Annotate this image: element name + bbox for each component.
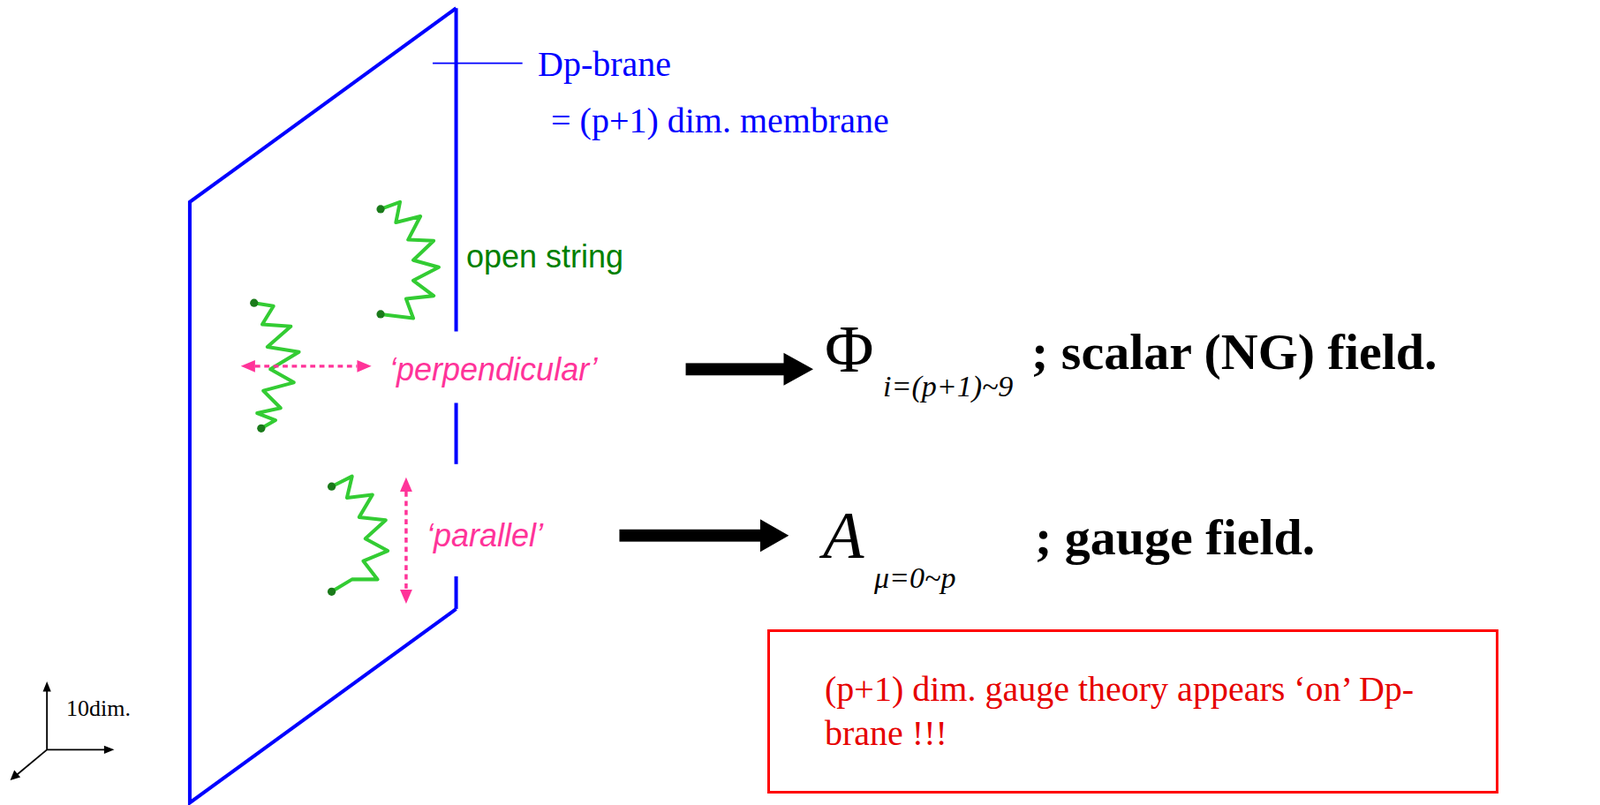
- field-index: μ=0~p: [874, 561, 956, 595]
- axis-head: [43, 681, 52, 693]
- arrow-head: [241, 360, 256, 373]
- mapping-arrow: [686, 362, 785, 376]
- direction-label: ‘parallel’: [426, 518, 544, 554]
- field-description: ; gauge field.: [1034, 509, 1315, 567]
- axis-label: 10dim.: [66, 696, 131, 723]
- arrow-head: [356, 360, 371, 373]
- string-endpoint: [327, 483, 336, 491]
- field-symbol: A: [822, 498, 864, 574]
- brane-description: = (p+1) dim. membrane: [550, 101, 890, 141]
- open-string: [380, 202, 439, 319]
- axis-line: [45, 689, 48, 750]
- open-string: [332, 476, 389, 593]
- field-index: i=(p+1)~9: [883, 369, 1013, 403]
- direction-label: ‘perpendicular’: [389, 352, 597, 388]
- brane-edge: [454, 7, 459, 332]
- string-endpoint: [376, 204, 385, 213]
- brane-outline: [189, 7, 457, 803]
- parallel-arrow: [404, 491, 408, 590]
- axis-line: [46, 748, 106, 751]
- string-endpoint: [256, 424, 265, 433]
- arrow-head: [760, 519, 789, 552]
- arrow-head: [400, 589, 413, 604]
- mapping-arrow: [618, 529, 762, 543]
- axis-line: [15, 749, 47, 776]
- brane-label: Dp-brane: [537, 45, 672, 84]
- string-label: open string: [466, 239, 624, 275]
- perpendicular-arrow: [255, 364, 358, 368]
- string-endpoint: [327, 588, 336, 597]
- arrow-head: [784, 353, 815, 386]
- arrow-head: [400, 477, 413, 492]
- box-text: (p+1) dim. gauge theory appears ‘on’ Dp-…: [824, 667, 1461, 756]
- leader-line: [432, 62, 523, 65]
- conclusion-box: (p+1) dim. gauge theory appears ‘on’ Dp-…: [767, 629, 1499, 794]
- string-endpoint: [376, 309, 385, 318]
- axis-head: [104, 746, 115, 755]
- string-endpoint: [249, 299, 258, 308]
- field-symbol: Φ: [824, 312, 875, 387]
- field-description: ; scalar (NG) field.: [1031, 324, 1438, 381]
- axis-head: [10, 769, 22, 781]
- brane-edge: [454, 402, 459, 464]
- brane-edge: [454, 576, 459, 610]
